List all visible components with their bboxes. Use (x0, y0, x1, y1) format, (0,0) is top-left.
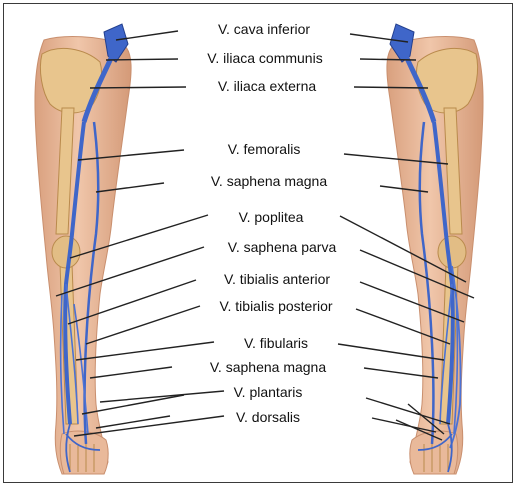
right-knee (437, 235, 467, 269)
label-iliaca-externa: V. iliaca externa (217, 78, 317, 94)
right-saphena-magna (418, 121, 435, 445)
label-saphena-magna-upper: V. saphena magna (210, 173, 328, 189)
label-plantaris: V. plantaris (233, 384, 303, 400)
right-foot-veins (417, 423, 453, 473)
left-femur-bone (55, 107, 75, 235)
right-tibial-branches (439, 283, 459, 435)
left-tibial-branches (59, 283, 89, 435)
left-iliac-veins (81, 54, 115, 123)
right-femur-bone (443, 107, 463, 235)
left-deep-vein (63, 121, 86, 425)
label-femoralis: V. femoralis (227, 141, 301, 157)
label-fibularis: V. fibularis (243, 335, 309, 351)
right-leg-posterior (386, 23, 484, 475)
label-vena-cava-inferior: V. cava inferior (217, 21, 311, 37)
left-leg-anterior (34, 23, 132, 475)
label-dorsalis: V. dorsalis (235, 409, 301, 425)
label-tibialis-posterior: V. tibialis posterior (219, 298, 333, 314)
leader-lines-right (337, 33, 475, 441)
label-saphena-parva: V. saphena parva (227, 239, 337, 255)
left-vena-cava (103, 23, 129, 63)
right-vena-cava (389, 23, 415, 63)
label-saphena-magna-lower: V. saphena magna (209, 359, 327, 375)
leader-lines-left (55, 30, 225, 437)
right-deep-vein (432, 121, 455, 425)
right-iliac-veins (403, 54, 437, 123)
label-iliaca-communis: V. iliaca communis (207, 50, 323, 66)
leg-veins-illustration (34, 23, 484, 475)
figure-frame: V. cava inferior V. iliaca communis V. i… (3, 3, 513, 483)
label-tibialis-anterior: V. tibialis anterior (223, 271, 331, 287)
left-knee (51, 235, 81, 269)
right-toes (423, 444, 449, 472)
left-foot-veins (65, 423, 101, 473)
label-poplitea: V. poplitea (238, 209, 304, 225)
